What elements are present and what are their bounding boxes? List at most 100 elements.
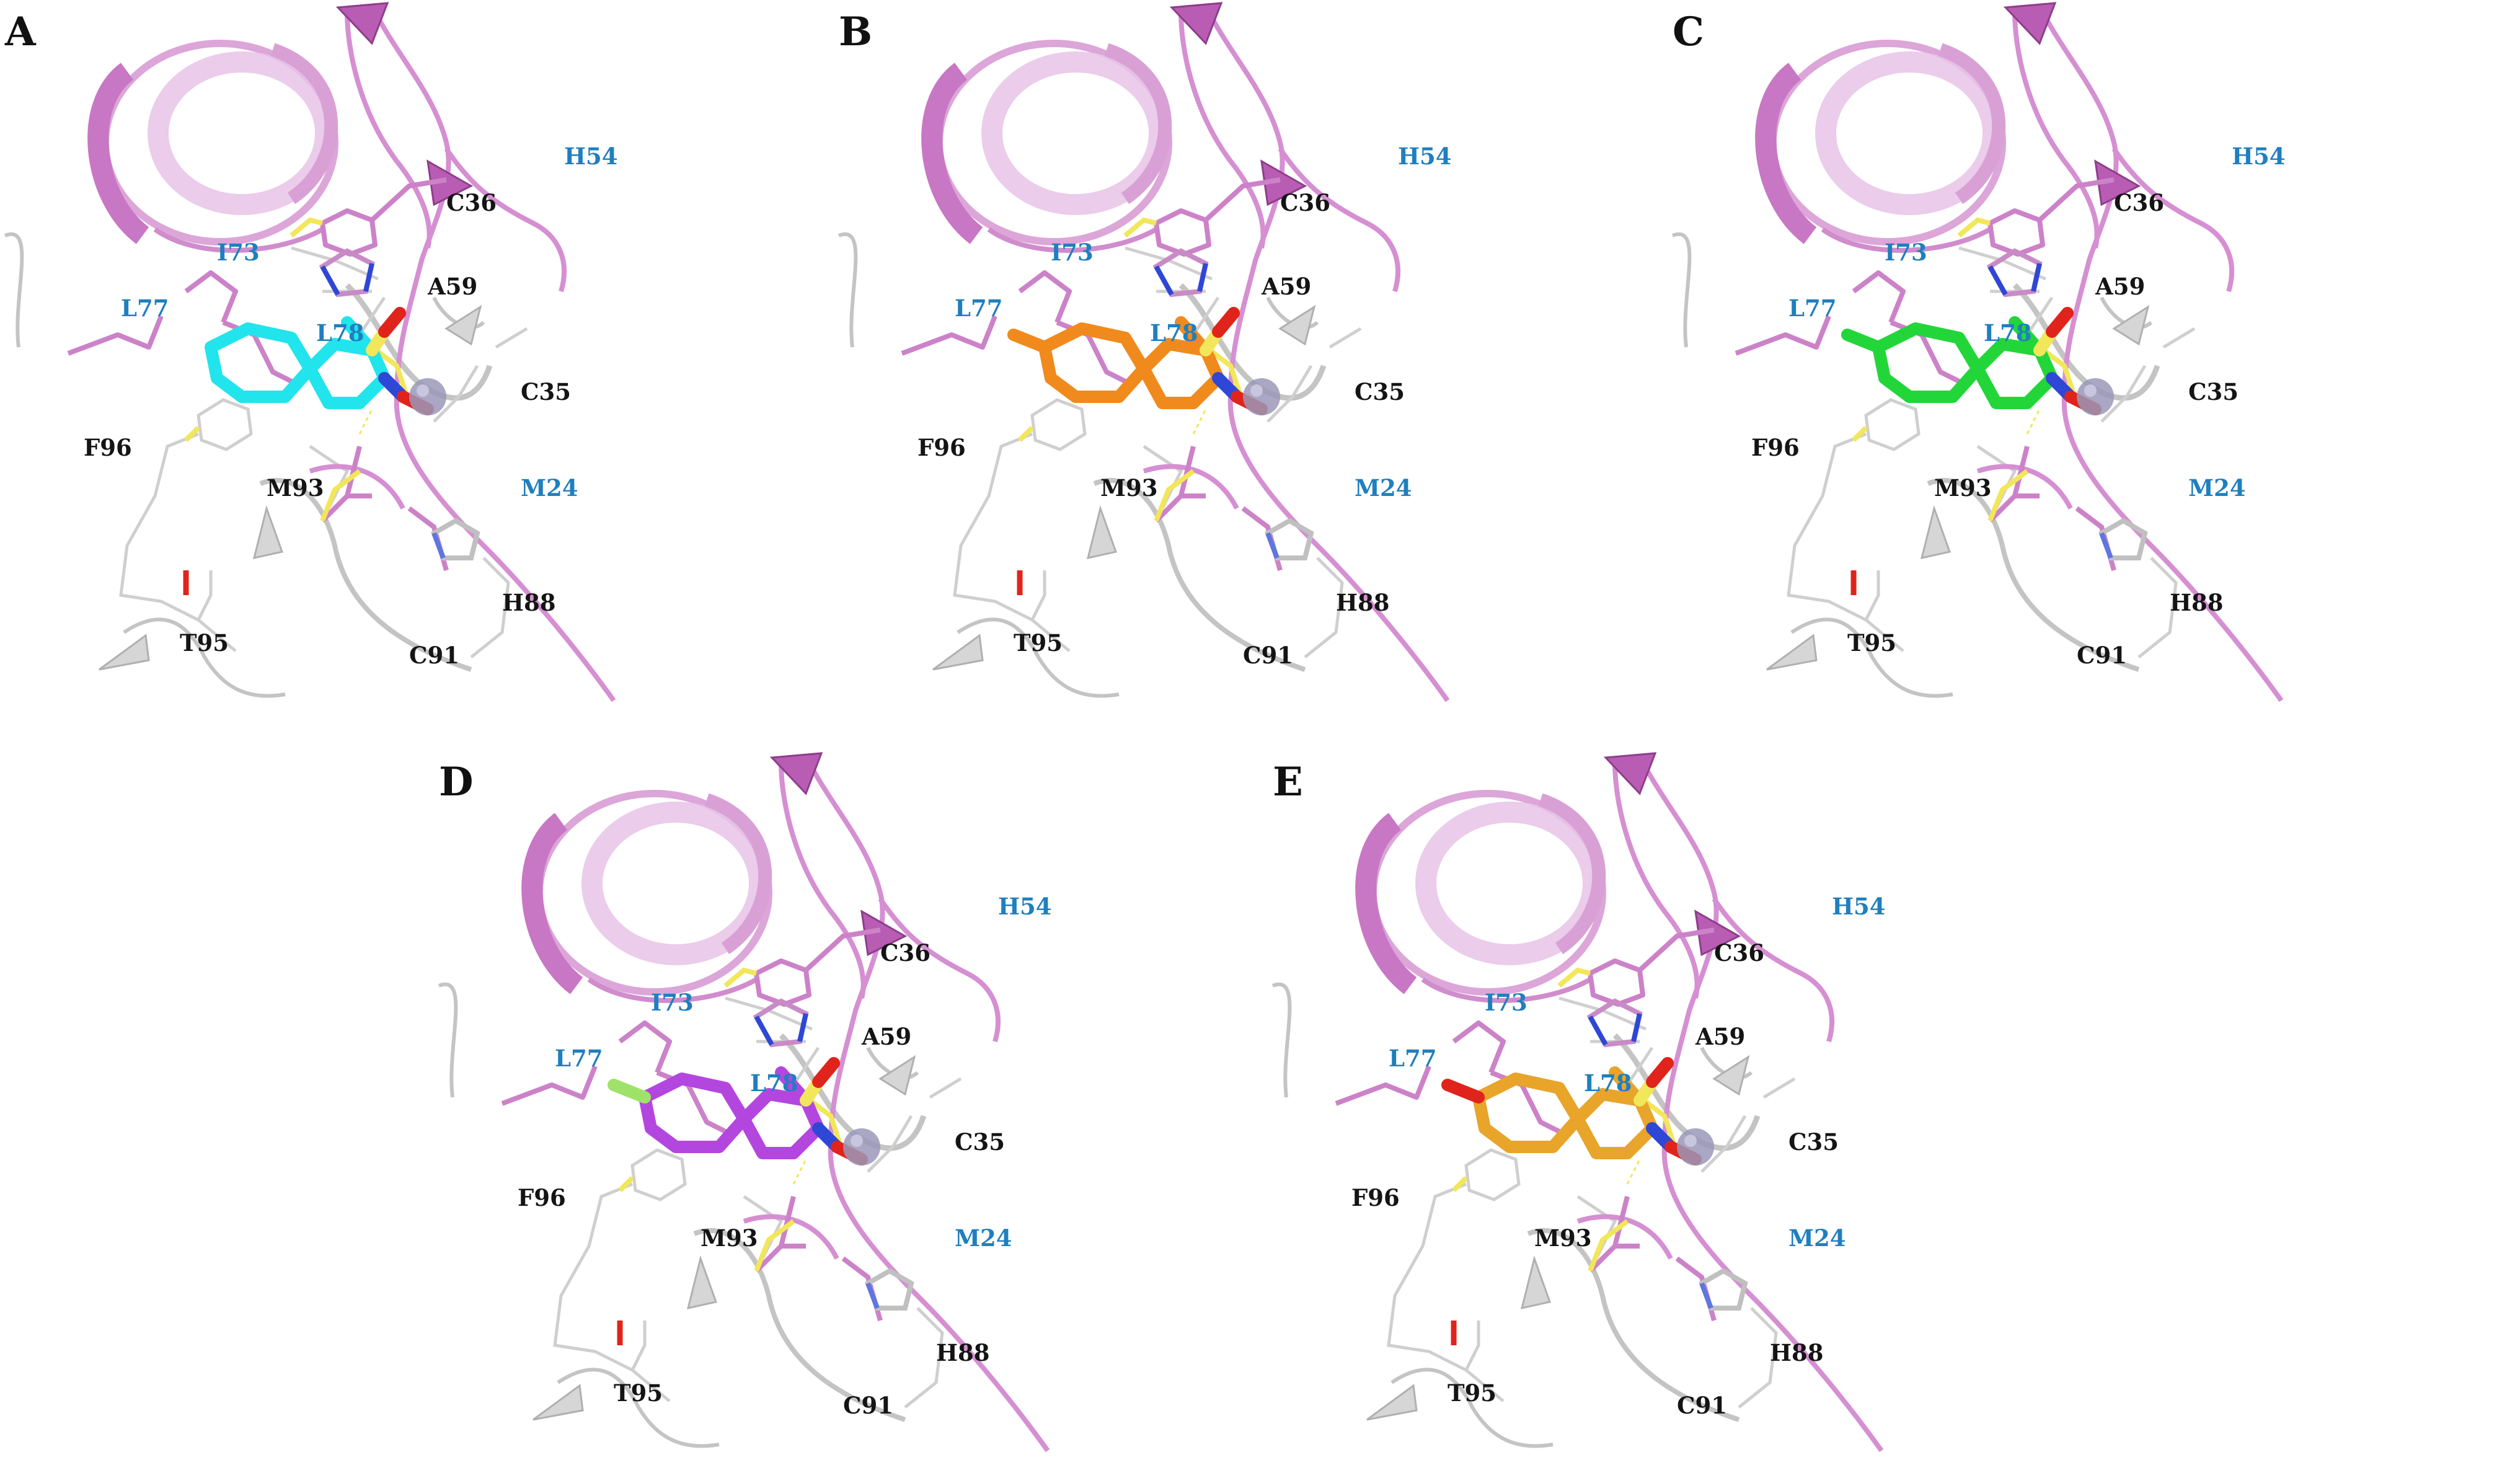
- grey-side-chains: [953, 246, 1362, 658]
- label-i73: I73: [1885, 239, 1927, 266]
- docking-panel-a: A H54 C36 I73 L77 A59 L78 C35 F96 M93 M2…: [0, 0, 831, 713]
- histidine-rings: [1986, 248, 2148, 560]
- label-l78: L78: [1150, 319, 1198, 347]
- label-m24: M24: [2188, 474, 2246, 502]
- zinc-ion: [1243, 378, 1280, 415]
- label-a59: A59: [862, 1023, 912, 1050]
- label-t95: T95: [180, 629, 229, 657]
- zinc-ion: [2077, 378, 2114, 415]
- label-l77: L77: [955, 294, 1003, 322]
- label-h54: H54: [1832, 893, 1886, 920]
- label-a59: A59: [1695, 1023, 1746, 1050]
- pink-backbone-loop: [309, 5, 616, 702]
- pink-helix: [1755, 40, 2006, 253]
- ligand: [1007, 307, 1268, 415]
- grey-side-chains: [1787, 246, 2196, 658]
- structure-view: [4, 2, 616, 702]
- zinc-ion: [843, 1128, 880, 1166]
- label-l77: L77: [1788, 294, 1837, 322]
- label-c35: C35: [1355, 378, 1405, 405]
- label-m93: M93: [1934, 474, 1992, 502]
- label-h88: H88: [1770, 1339, 1824, 1366]
- label-m93: M93: [1100, 474, 1158, 502]
- label-c35: C35: [521, 378, 571, 405]
- pink-helix: [1355, 790, 1606, 1003]
- zinc-ion: [1677, 1128, 1714, 1166]
- panel-letter: E: [1273, 759, 1303, 805]
- docking-panel-b: B H54 C36 I73 L77 A59 L78 C35 F96 M93 M2…: [834, 0, 1665, 713]
- label-l77: L77: [555, 1045, 603, 1072]
- label-c35: C35: [955, 1128, 1005, 1156]
- label-a59: A59: [428, 273, 478, 300]
- grey-side-chains: [553, 996, 962, 1409]
- structure-view: [1271, 752, 1884, 1453]
- pink-helix: [87, 40, 338, 253]
- histidine-rings: [1152, 248, 1314, 560]
- label-c91: C91: [1243, 642, 1293, 669]
- label-t95: T95: [1847, 629, 1897, 657]
- label-l78: L78: [750, 1069, 798, 1097]
- label-c36: C36: [2114, 189, 2164, 216]
- label-c35: C35: [2188, 378, 2239, 405]
- fluoro-substituent: [608, 1079, 651, 1104]
- pink-backbone-loop: [1576, 755, 1884, 1453]
- label-l78: L78: [1984, 319, 2032, 347]
- oxo-substituent: [1441, 1079, 1485, 1104]
- label-c36: C36: [1714, 939, 1764, 967]
- label-f96: F96: [917, 434, 966, 461]
- label-m24: M24: [521, 474, 578, 502]
- structure-view: [1671, 2, 2284, 702]
- zinc-ion: [409, 378, 446, 415]
- label-t95: T95: [1014, 629, 1063, 657]
- label-m93: M93: [701, 1224, 758, 1252]
- label-a59: A59: [2095, 273, 2146, 300]
- label-m93: M93: [1534, 1224, 1592, 1252]
- label-h54: H54: [2232, 143, 2286, 170]
- label-l78: L78: [1584, 1069, 1632, 1097]
- label-f96: F96: [84, 434, 132, 461]
- label-c36: C36: [446, 189, 497, 216]
- label-l77: L77: [1389, 1045, 1437, 1072]
- pink-sheet-arrows: [1169, 2, 1307, 206]
- pink-backbone-loop: [743, 755, 1050, 1453]
- label-c36: C36: [880, 939, 931, 967]
- label-m24: M24: [955, 1224, 1012, 1252]
- label-h88: H88: [1336, 589, 1390, 616]
- label-h88: H88: [936, 1339, 990, 1366]
- yellow-sulfurs: [1852, 217, 2079, 522]
- label-f96: F96: [1751, 434, 1800, 461]
- grey-backbone-ribbon: [438, 982, 927, 1448]
- chloro-substituent: [1841, 329, 1885, 353]
- label-l78: L78: [316, 319, 365, 347]
- structure-view: [438, 752, 1050, 1453]
- structure-view: [838, 2, 1450, 702]
- pink-helix: [521, 790, 772, 1003]
- label-i73: I73: [217, 239, 260, 266]
- label-t95: T95: [614, 1379, 663, 1407]
- panel-letter: D: [439, 759, 474, 805]
- pink-backbone-loop: [1976, 5, 2284, 702]
- label-f96: F96: [1351, 1184, 1400, 1211]
- label-m93: M93: [267, 474, 324, 502]
- grey-side-chains: [1387, 996, 1796, 1409]
- panel-letter: B: [839, 9, 873, 55]
- label-c36: C36: [1280, 189, 1330, 216]
- label-c91: C91: [409, 642, 459, 669]
- label-c91: C91: [843, 1392, 893, 1419]
- label-i73: I73: [1485, 989, 1527, 1016]
- label-t95: T95: [1448, 1379, 1497, 1407]
- label-c91: C91: [1677, 1392, 1727, 1419]
- label-m24: M24: [1788, 1224, 1846, 1252]
- docking-panel-e: E H54 C36 I73 L77 A59 L78 C35 F96 M93 M2…: [1268, 750, 2098, 1463]
- label-c35: C35: [1788, 1128, 1839, 1156]
- label-i73: I73: [1051, 239, 1094, 266]
- pink-helix: [921, 40, 1172, 253]
- panel-letter: C: [1673, 9, 1704, 55]
- label-h88: H88: [502, 589, 556, 616]
- grey-side-chains: [119, 246, 528, 658]
- label-c91: C91: [2077, 642, 2127, 669]
- label-h54: H54: [1398, 143, 1452, 170]
- label-l77: L77: [121, 294, 169, 322]
- methyl-substituent: [1007, 329, 1051, 353]
- histidine-rings: [1586, 998, 1748, 1311]
